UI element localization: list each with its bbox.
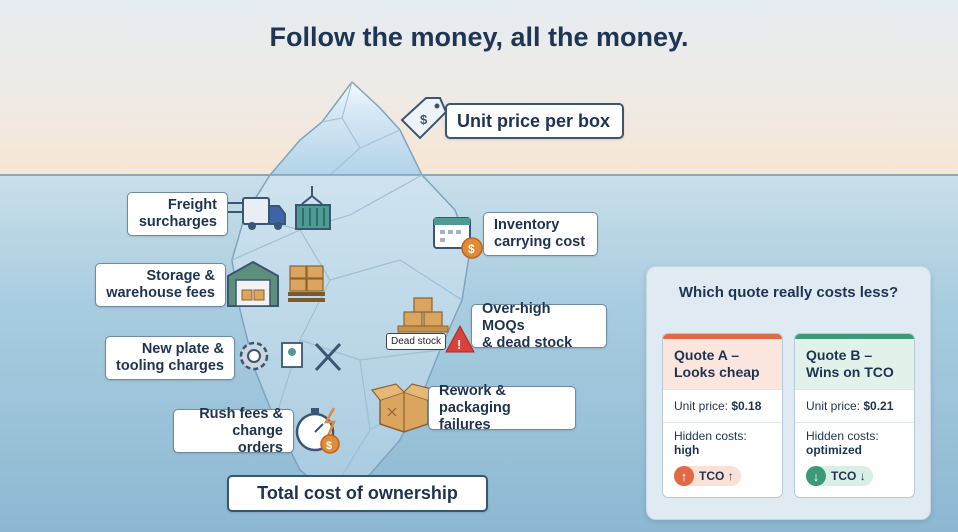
quote-b-price: $0.21 <box>863 399 894 413</box>
quote-b-price-row: Unit price: $0.21 <box>795 389 914 422</box>
quote-b-name: Quote B – Wins on TCO <box>795 339 914 389</box>
label-moq-text: Over-high MOQs & dead stock <box>482 300 573 351</box>
label-moq: Over-high MOQs & dead stock <box>471 301 607 351</box>
quote-a-price-row: Unit price: $0.18 <box>663 389 782 422</box>
tip-label-text: Unit price per box <box>457 110 611 131</box>
quote-a-tco-label: TCO <box>699 469 725 483</box>
svg-text:!: ! <box>457 337 461 352</box>
quote-a-accent-bar <box>663 334 782 339</box>
gear-tools-icon <box>239 341 342 372</box>
quote-b-hidden-value: optimized <box>806 443 862 457</box>
quote-a-tco-arrow: ↑ <box>727 469 734 483</box>
comparison-panel: Which quote really costs less? Quote A –… <box>646 266 931 520</box>
page-title: Follow the money, all the money. <box>269 22 689 52</box>
label-tooling: New plate & tooling charges <box>105 336 235 380</box>
label-freight-text: Freight surcharges <box>138 197 217 230</box>
quote-b-price-label: Unit price: <box>806 399 861 413</box>
quote-a-tco-pill: ↑ TCO ↑ <box>674 466 741 486</box>
pallet-boxes-icon <box>288 265 325 302</box>
quote-a-card: Quote A – Looks cheap Unit price: $0.18 … <box>662 333 783 498</box>
label-inventory: Inventory carrying cost <box>483 212 598 256</box>
shipping-container-icon <box>295 186 331 230</box>
label-rework: Rework & packaging failures <box>428 383 576 433</box>
comparison-title: Which quote really costs less? <box>678 284 899 301</box>
arrow-down-icon: ↓ <box>806 466 826 486</box>
label-storage: Storage & warehouse fees <box>95 263 226 307</box>
svg-text:$: $ <box>326 440 332 452</box>
box-stack-warning-icon: ! <box>397 297 475 353</box>
svg-text:$: $ <box>468 242 475 256</box>
quote-a-hidden-row: Hidden costs: high <box>663 422 782 462</box>
label-tooling-text: New plate & tooling charges <box>116 341 224 374</box>
delivery-truck-icon <box>226 197 286 230</box>
label-rush: Rush fees & change orders <box>173 406 294 456</box>
quote-b-hidden-row: Hidden costs: optimized <box>795 422 914 462</box>
quote-b-tco-label: TCO <box>831 469 857 483</box>
arrow-up-icon: ↑ <box>674 466 694 486</box>
quote-a-price-label: Unit price: <box>674 399 729 413</box>
label-freight: Freight surcharges <box>127 192 228 236</box>
quote-b-tco-arrow: ↓ <box>859 469 866 483</box>
label-rework-text: Rework & packaging failures <box>439 382 511 433</box>
stopwatch-icon: $ <box>295 407 340 454</box>
quote-b-card: Quote B – Wins on TCO Unit price: $0.21 … <box>794 333 915 498</box>
label-inventory-text: Inventory carrying cost <box>494 217 586 250</box>
quote-a-hidden-label: Hidden costs: <box>674 429 747 443</box>
warehouse-icon <box>227 260 279 307</box>
iceberg-tip <box>268 80 424 176</box>
quote-b-hidden-label: Hidden costs: <box>806 429 879 443</box>
quote-a-name: Quote A – Looks cheap <box>663 339 782 389</box>
quote-a-hidden-value: high <box>674 443 700 457</box>
label-rush-text: Rush fees & change orders <box>199 405 283 456</box>
label-storage-text: Storage & warehouse fees <box>106 268 215 301</box>
quote-b-tco-pill: ↓ TCO ↓ <box>806 466 873 486</box>
quote-b-accent-bar <box>795 334 914 339</box>
price-tag-icon: $ <box>400 97 448 140</box>
tip-label: Unit price per box <box>445 103 624 139</box>
base-label: Total cost of ownership <box>227 475 488 512</box>
calendar-dollar-icon: $ <box>433 217 483 259</box>
svg-text:$: $ <box>420 112 428 127</box>
quote-a-price: $0.18 <box>731 399 762 413</box>
dead-stock-tag: Dead stock <box>386 333 447 350</box>
open-box-icon <box>370 383 438 433</box>
base-label-text: Total cost of ownership <box>257 483 458 503</box>
